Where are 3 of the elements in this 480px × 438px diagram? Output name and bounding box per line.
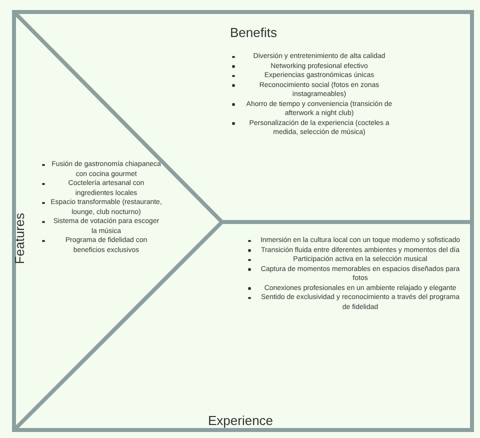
section-heading: Features — [13, 212, 26, 264]
section-heading: Experience — [208, 414, 274, 427]
section-heading: Benefits — [230, 26, 277, 39]
